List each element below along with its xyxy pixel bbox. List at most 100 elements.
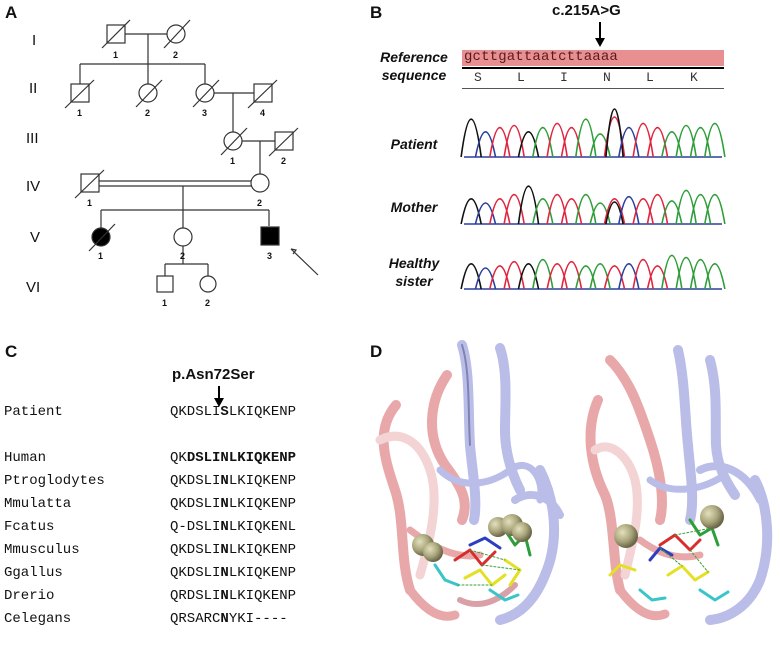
sequence-highlight: N bbox=[220, 588, 229, 604]
trace-peak bbox=[560, 261, 583, 290]
sequence-prefix: QRDSLI bbox=[170, 588, 221, 604]
reference-label-line1: Reference bbox=[380, 49, 448, 65]
reference-underline bbox=[462, 67, 724, 69]
protein-sequence: Q-DSLINLKIQKENL bbox=[170, 519, 296, 535]
ion-sphere bbox=[423, 542, 443, 562]
sequence-prefix: QKDSLI bbox=[170, 542, 221, 558]
sequence-prefix: QK bbox=[170, 450, 187, 466]
sequence-highlight: N bbox=[220, 496, 229, 512]
species-name: Human bbox=[4, 450, 47, 466]
ind-label-VI-2: 2 bbox=[205, 298, 211, 308]
trace-peak bbox=[560, 126, 583, 158]
sequence-prefix: Q-DSLI bbox=[170, 519, 221, 535]
trace-peak bbox=[589, 202, 611, 225]
protein-sequence: QKDSLISLKIQKENP bbox=[170, 404, 296, 420]
amino-acid: L bbox=[646, 70, 654, 85]
ind-label-V-1: 1 bbox=[98, 251, 104, 261]
structure-model-right bbox=[585, 345, 773, 625]
trace-peak bbox=[675, 189, 697, 225]
pedigree-female-VI-2 bbox=[199, 275, 217, 293]
ind-label-V-2: 2 bbox=[180, 251, 186, 261]
trace-peak bbox=[489, 265, 511, 290]
trace-peak bbox=[689, 193, 712, 225]
protein-sequence: QKDSLINLKIQKENP bbox=[170, 542, 296, 558]
sequence-highlight: DSLINLKIQKENP bbox=[186, 450, 297, 466]
sequence-highlight: N bbox=[220, 542, 229, 558]
species-name: Fcatus bbox=[4, 519, 55, 535]
protein-sequence: QRDSLINLKIQKENP bbox=[170, 588, 296, 604]
trace-peak bbox=[460, 263, 482, 290]
ind-label-II-1: 1 bbox=[77, 108, 83, 118]
protein-sequence: QKDSLINLKIQKENP bbox=[170, 473, 296, 489]
trace-peak bbox=[474, 202, 497, 225]
trace-peak bbox=[632, 258, 654, 290]
trace-peak bbox=[532, 198, 554, 225]
chromatogram-traces bbox=[460, 108, 726, 290]
amino-acid: K bbox=[690, 70, 698, 85]
amino-acid: N bbox=[603, 70, 611, 85]
pedigree-affected-male-V-3 bbox=[260, 226, 280, 246]
trace-peak bbox=[474, 267, 497, 290]
ind-label-IV-2: 2 bbox=[257, 198, 263, 208]
sequence-suffix: LKIQKENP bbox=[228, 404, 297, 420]
trace-peak bbox=[661, 254, 683, 290]
trace-peak bbox=[589, 263, 611, 290]
ind-label-VI-1: 1 bbox=[162, 298, 168, 308]
sequence-highlight: S bbox=[220, 404, 229, 420]
protein-sequence: QKDSLINLKIQKENP bbox=[170, 496, 296, 512]
ind-label-IV-1: 1 bbox=[87, 198, 93, 208]
trace-label-patient: Patient bbox=[374, 135, 454, 153]
pedigree-female-IV-2 bbox=[250, 173, 270, 193]
trace-peak bbox=[618, 263, 640, 290]
trace-peak bbox=[532, 258, 554, 290]
trace-peak bbox=[517, 131, 540, 158]
generation-label-v: V bbox=[30, 229, 41, 246]
species-name: Celegans bbox=[4, 611, 72, 627]
reference-label-line2: sequence bbox=[381, 67, 447, 83]
trace-peak bbox=[489, 198, 511, 225]
panel-label-a: A bbox=[5, 3, 18, 22]
trace-peak bbox=[546, 122, 568, 158]
trace-peak bbox=[618, 196, 640, 225]
trace-peak bbox=[646, 126, 669, 158]
sequence-suffix: LKIQKENP bbox=[228, 565, 297, 581]
trace-peak bbox=[632, 198, 654, 225]
sequence-prefix: QKDSLI bbox=[170, 404, 221, 420]
ion-sphere bbox=[512, 522, 532, 542]
ind-label-II-3: 3 bbox=[202, 108, 208, 118]
trace-peak bbox=[517, 263, 540, 290]
trace-peak bbox=[489, 126, 511, 158]
trace-label-line1: Healthy bbox=[388, 255, 440, 271]
sequence-suffix: LKIQKENL bbox=[228, 519, 297, 535]
sequence-suffix: LKIQKENP bbox=[228, 473, 297, 489]
trace-peak bbox=[689, 258, 712, 290]
structure-model-left bbox=[375, 340, 564, 625]
sequence-prefix: QKDSLI bbox=[170, 473, 221, 489]
trace-peak bbox=[675, 256, 697, 290]
trace-label-healthy-sister: Healthy sister bbox=[374, 254, 454, 290]
trace-peak bbox=[661, 200, 683, 225]
ind-label-V-3: 3 bbox=[267, 251, 273, 261]
trace-label-mother: Mother bbox=[374, 198, 454, 216]
sequence-highlight: N bbox=[220, 611, 229, 627]
species-name: Drerio bbox=[4, 588, 55, 604]
pedigree-female-II-2 bbox=[138, 83, 158, 103]
trace-peak bbox=[532, 126, 554, 158]
trace-peak bbox=[661, 131, 683, 158]
sequence-suffix: LKIQKENP bbox=[228, 542, 297, 558]
mutation-label-dna: c.215A>G bbox=[552, 2, 621, 19]
trace-peak bbox=[546, 263, 568, 290]
trace-peak-variant bbox=[605, 108, 624, 158]
pedigree-male-VI-1 bbox=[156, 275, 174, 293]
protein-sequence: QKDSLINLKIQKENP bbox=[170, 450, 296, 466]
amino-acid: S bbox=[474, 70, 482, 85]
proband-arrow-icon bbox=[290, 248, 298, 255]
trace-peak bbox=[618, 126, 640, 158]
generation-label-iii: III bbox=[26, 130, 39, 147]
species-name: Mmulatta bbox=[4, 496, 72, 512]
sequence-highlight: N bbox=[220, 519, 229, 535]
generation-label-iv: IV bbox=[26, 178, 41, 195]
ion-sphere bbox=[700, 505, 724, 529]
sequence-suffix: LKIQKENP bbox=[228, 588, 297, 604]
reference-sequence-bar bbox=[462, 50, 724, 66]
